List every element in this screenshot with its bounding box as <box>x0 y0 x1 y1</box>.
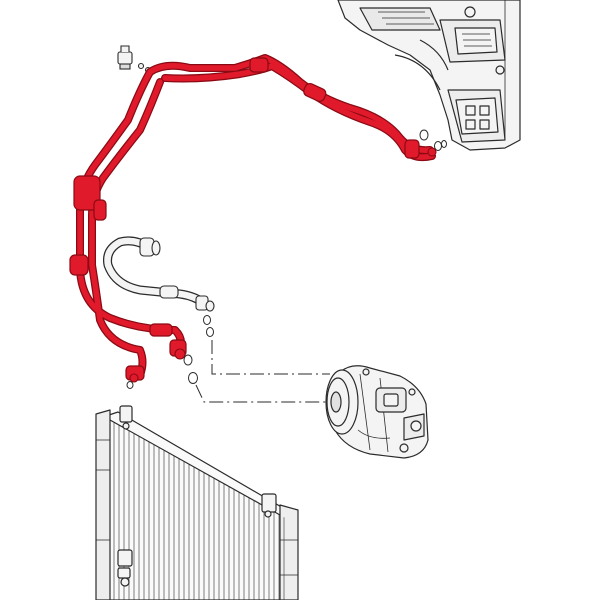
refrigerant-pipe-assembly <box>69 54 447 383</box>
ac-compressor <box>325 365 429 459</box>
leader-lines <box>195 340 340 403</box>
o-ring-seals <box>126 315 214 389</box>
pressure-switch <box>117 45 152 74</box>
refrigerant-hose-grey <box>103 236 215 312</box>
condenser <box>95 405 299 600</box>
evaporator-unit <box>337 0 521 151</box>
